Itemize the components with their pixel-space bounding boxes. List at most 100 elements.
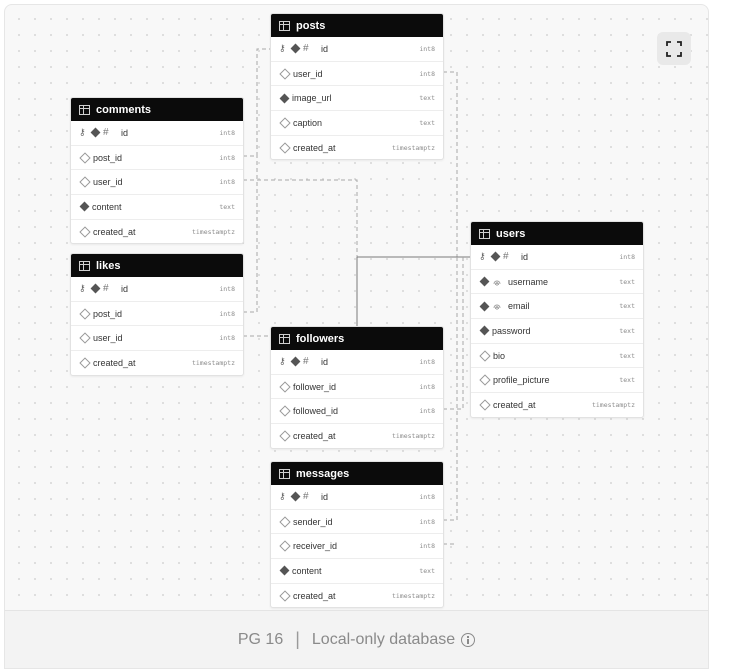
column-row[interactable]: created_at timestamptz — [471, 392, 643, 417]
database-mode-label: Local-only database — [311, 630, 456, 648]
footer-bar: PG 16 | Local-only database — [4, 610, 709, 669]
table-header-messages[interactable]: messages — [271, 462, 443, 485]
relationship-lines — [243, 48, 471, 545]
nullable-icon — [279, 405, 291, 417]
table-name: users — [496, 227, 526, 240]
column-type: int8 — [419, 407, 435, 416]
column-name: created_at — [493, 399, 536, 410]
not-null-icon — [90, 127, 101, 138]
column-type: text — [619, 326, 635, 335]
hash-icon: # — [303, 43, 309, 55]
column-name: id — [521, 251, 529, 262]
column-type: timestamptz — [591, 400, 635, 409]
nullable-icon — [479, 374, 491, 386]
column-type: text — [219, 202, 235, 211]
column-type: int8 — [219, 309, 235, 318]
column-type: int8 — [219, 128, 235, 137]
nullable-icon — [79, 332, 91, 344]
not-null-icon — [279, 93, 290, 104]
column-name: profile_picture — [493, 375, 550, 386]
column-type: int8 — [219, 284, 235, 293]
link-likes-post — [243, 156, 258, 313]
not-null-icon — [479, 276, 490, 287]
not-null-icon — [79, 201, 90, 212]
not-null-icon — [279, 565, 290, 576]
fingerprint-icon — [493, 280, 501, 286]
column-type: timestamptz — [391, 431, 435, 440]
table-name: comments — [96, 103, 152, 116]
not-null-icon — [290, 43, 301, 54]
column-name: email — [508, 301, 530, 312]
table-header-followers[interactable]: followers — [271, 327, 443, 350]
table-name: followers — [296, 332, 345, 345]
column-name: id — [121, 283, 129, 294]
key-icon: ⚷ — [479, 251, 486, 262]
not-null-icon — [290, 356, 301, 367]
column-name: caption — [293, 117, 323, 128]
key-icon: ⚷ — [279, 356, 286, 367]
table-header-likes[interactable]: likes — [71, 254, 243, 277]
key-icon: ⚷ — [79, 127, 86, 138]
column-type: int8 — [219, 178, 235, 187]
link-comments-post — [243, 48, 271, 157]
column-type: int8 — [419, 357, 435, 366]
table-icon — [279, 20, 290, 31]
expand-icon — [666, 40, 682, 57]
table-header-comments[interactable]: comments — [71, 98, 243, 121]
column-name: user_id — [293, 68, 323, 79]
info-icon[interactable] — [461, 632, 476, 647]
not-null-icon — [479, 325, 490, 336]
fingerprint-icon — [493, 304, 501, 311]
link-posts-user — [443, 71, 458, 257]
table-name: messages — [296, 467, 350, 480]
column-row[interactable]: post_id int8 — [71, 144, 243, 170]
column-row[interactable]: created_at timestamptz — [271, 423, 443, 448]
hash-icon: # — [303, 356, 309, 368]
column-type: int8 — [419, 492, 435, 501]
table-name: likes — [96, 259, 121, 272]
nullable-icon — [279, 515, 291, 528]
table-icon — [79, 260, 90, 271]
column-name: created_at — [293, 430, 336, 441]
column-type: int8 — [419, 517, 435, 526]
table-header-posts[interactable]: posts — [271, 14, 443, 37]
table-header-users[interactable]: users — [471, 222, 643, 245]
column-name: post_id — [93, 152, 123, 163]
fullscreen-button[interactable] — [657, 32, 691, 65]
column-type: int8 — [219, 153, 235, 162]
